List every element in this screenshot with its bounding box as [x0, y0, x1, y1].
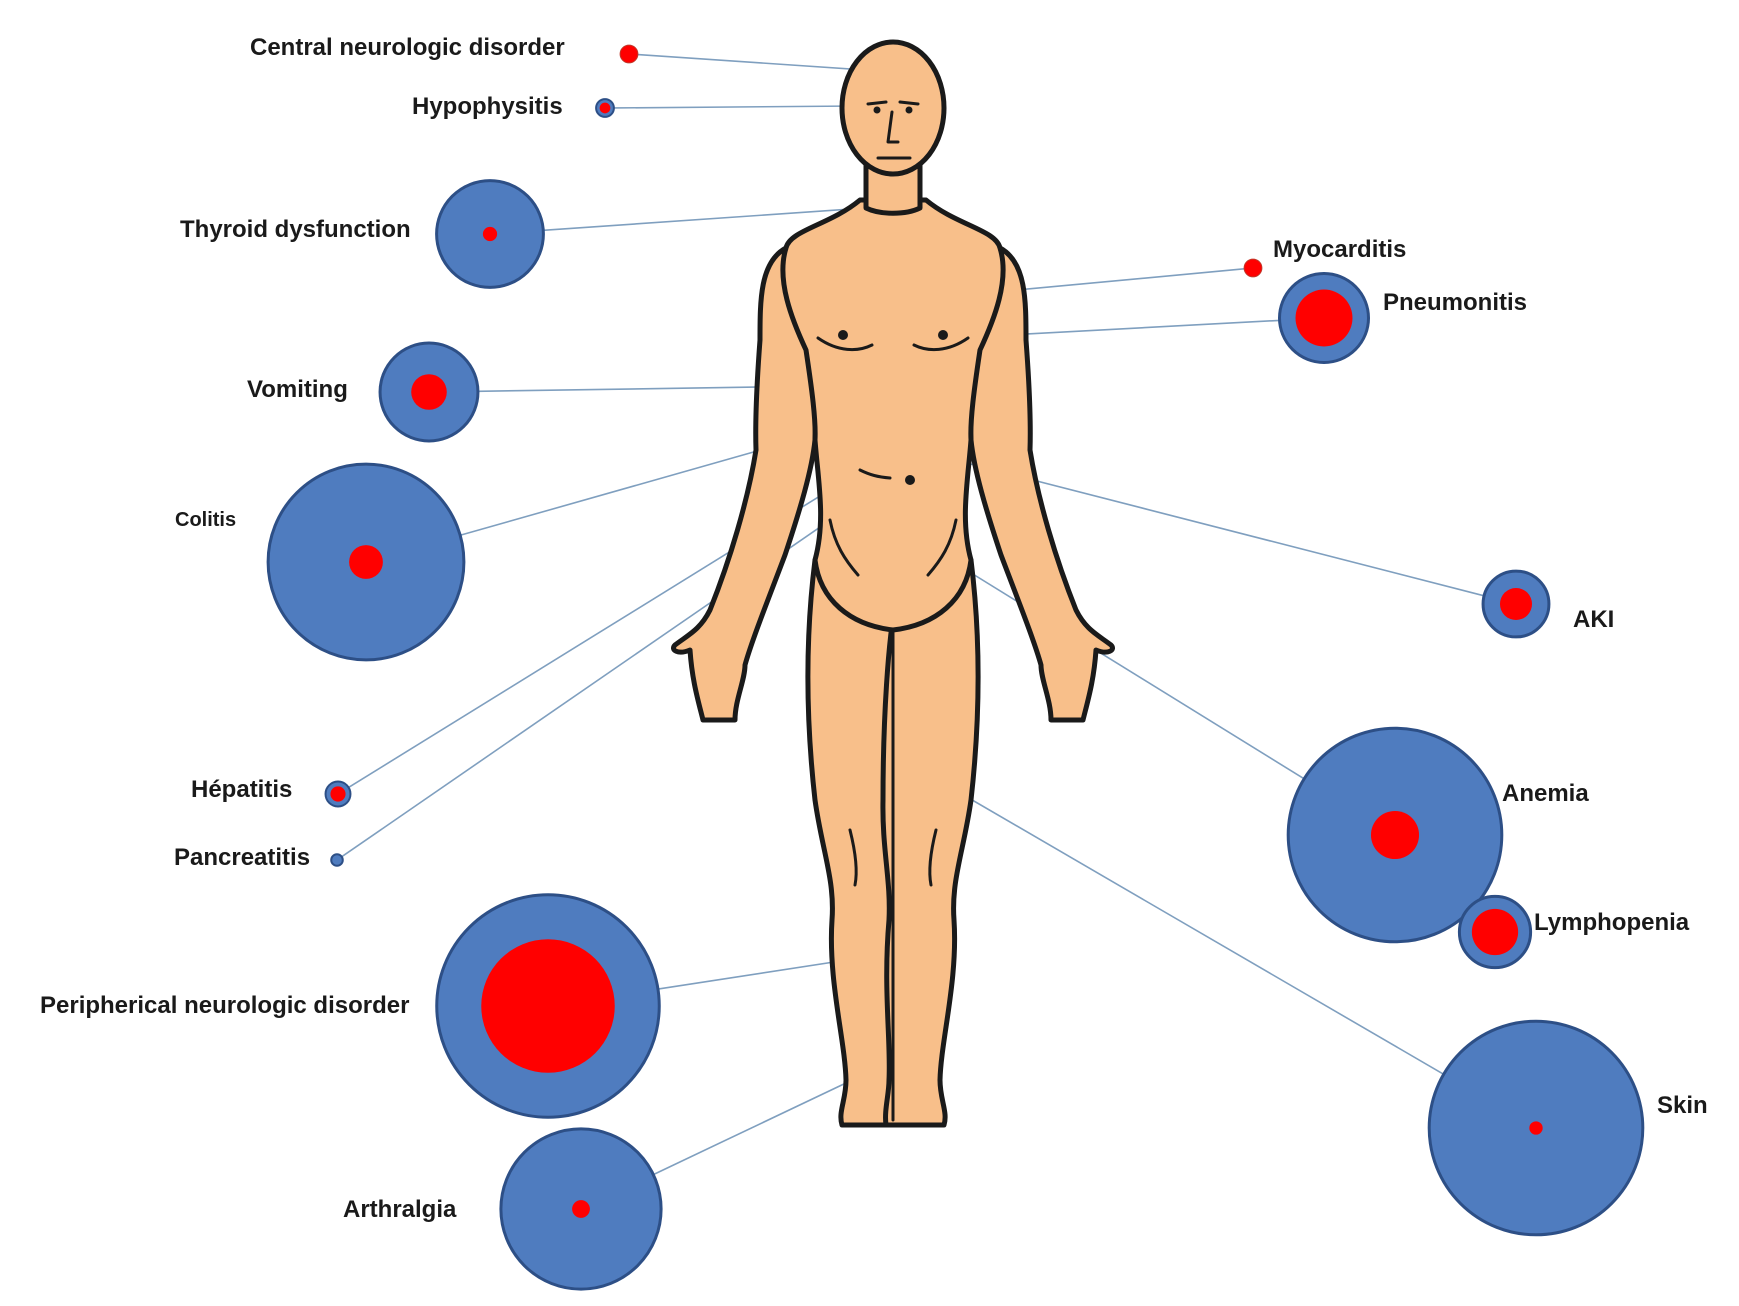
inner-circle: [1471, 908, 1519, 956]
leader-line-thyroid-dysfunction: [543, 205, 896, 232]
leader-line-aki: [954, 459, 1485, 597]
torso: [780, 197, 1006, 633]
label-layer: Central neurologic disorder Hypophysitis…: [40, 34, 1708, 1223]
inner-circle: [599, 102, 611, 114]
label-lymphopenia: Lymphopenia: [1534, 909, 1690, 936]
bubble-lymphopenia: [1457, 894, 1533, 970]
inner-circle: [1243, 258, 1263, 278]
label-pneumonitis: Pneumonitis: [1383, 289, 1527, 316]
label-thyroid-dysfunction: Thyroid dysfunction: [180, 216, 411, 243]
bubble-central-neurologic-disorder: [619, 44, 639, 64]
left-eyebrow: [866, 100, 888, 106]
inner-circle: [481, 939, 615, 1073]
bubble-vomiting: [378, 341, 480, 443]
leader-line-pancreatitis: [341, 471, 901, 858]
right-eye: [905, 106, 913, 114]
right-arm: [963, 245, 1115, 723]
label-vomiting: Vomiting: [247, 376, 348, 403]
leader-line-anemia: [954, 562, 1305, 780]
bubble-aki: [1481, 569, 1551, 639]
right-pectoral: [912, 336, 970, 352]
bubble-layer: [266, 44, 1645, 1291]
bubble-colitis: [266, 462, 466, 662]
outer-circle: [330, 853, 344, 867]
label-colitis: Colitis: [175, 509, 236, 531]
leader-line-skin: [954, 789, 1445, 1075]
inner-circle: [349, 545, 383, 579]
bubble-pneumonitis: [1278, 272, 1370, 364]
right-nipple: [938, 330, 948, 340]
bubble-hepatitis: [324, 780, 352, 808]
bubble-thyroid-dysfunction: [435, 179, 545, 289]
inner-circle: [1370, 810, 1420, 860]
left-eye: [873, 106, 881, 114]
inner-circle: [572, 1200, 590, 1218]
left-nipple: [838, 330, 848, 340]
abdomen-line: [858, 468, 892, 480]
inner-circle: [482, 226, 498, 242]
label-peripherical-neurologic-disorder: Peripherical neurologic disorder: [40, 992, 409, 1019]
right-eyebrow: [898, 100, 920, 106]
bubble-peripherical-neurologic-disorder: [435, 893, 661, 1119]
navel: [905, 475, 915, 485]
inner-circle: [1295, 289, 1353, 347]
inner-circle: [1529, 1121, 1543, 1135]
inner-circle: [330, 786, 346, 802]
label-hepatitis: Hépatitis: [191, 776, 292, 803]
right-leg: [880, 557, 981, 1128]
label-aki: AKI: [1573, 606, 1614, 633]
left-pectoral: [816, 336, 874, 352]
human-body-figure: [671, 39, 1115, 1128]
leader-lines: [341, 53, 1485, 1176]
leader-line-hypophysitis: [613, 105, 859, 109]
label-hypophysitis: Hypophysitis: [412, 93, 563, 120]
label-central-neurologic-disorder: Central neurologic disorder: [250, 34, 565, 61]
label-arthralgia: Arthralgia: [343, 1196, 457, 1223]
right-hip: [926, 518, 958, 577]
bubble-skin: [1427, 1019, 1645, 1237]
head: [839, 39, 947, 177]
left-arm: [671, 245, 823, 723]
bubble-pancreatitis: [330, 853, 344, 867]
label-anemia: Anemia: [1502, 780, 1589, 807]
inner-circle: [1499, 587, 1533, 621]
bubble-myocarditis: [1243, 258, 1263, 278]
label-pancreatitis: Pancreatitis: [174, 844, 310, 871]
label-myocarditis: Myocarditis: [1273, 236, 1406, 263]
inner-circle: [411, 374, 447, 410]
neck: [863, 162, 923, 216]
leader-line-arthralgia: [652, 1072, 868, 1176]
bubble-arthralgia: [499, 1127, 663, 1291]
left-hip: [828, 518, 860, 577]
bubble-anemia: [1286, 726, 1504, 944]
nose: [886, 110, 900, 144]
label-skin: Skin: [1657, 1092, 1708, 1119]
bubble-hypophysitis: [595, 98, 615, 118]
left-knee: [848, 828, 858, 887]
right-knee: [928, 828, 938, 887]
inner-circle: [619, 44, 639, 64]
